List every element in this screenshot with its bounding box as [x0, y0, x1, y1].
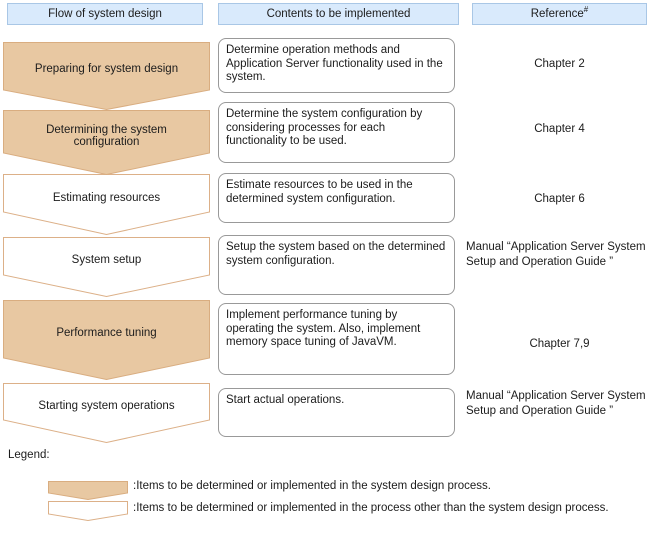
flow-step-label: Starting system operations	[38, 400, 175, 412]
reference-text: Chapter 4	[534, 123, 585, 135]
legend-title: Legend:	[8, 449, 50, 461]
flow-step-shape-system-setup	[3, 237, 210, 297]
column-header-flow: Flow of system design	[7, 3, 203, 25]
column-header-contents: Contents to be implemented	[218, 3, 459, 25]
content-box: Estimate resources to be used in the det…	[218, 173, 455, 223]
column-header-flow-label: Flow of system design	[48, 8, 162, 20]
reference-text: Manual “Application Server System Setup …	[466, 241, 646, 268]
content-box: Determine operation methods and Applicat…	[218, 38, 455, 93]
flow-step-shape-determining-configuration	[3, 110, 210, 175]
flow-step-shape-performance-tuning	[3, 300, 210, 380]
legend-outline-chevron-icon	[48, 501, 128, 521]
content-box: Implement performance tuning by operatin…	[218, 303, 455, 375]
column-header-reference-label: Reference#	[530, 5, 589, 20]
flow-step-shape-preparing	[3, 42, 210, 110]
legend-item-filled-description: :Items to be determined or implemented i…	[133, 480, 491, 492]
column-header-contents-label: Contents to be implemented	[266, 8, 411, 20]
reference-text: Chapter 7,9	[529, 338, 590, 350]
flow-step-label: Determining the system configuration	[46, 123, 167, 148]
flow-step-label: System setup	[71, 254, 142, 266]
legend-filled-chevron-icon	[48, 481, 128, 500]
footnote-marker: #	[583, 5, 589, 15]
reference-text: Chapter 6	[534, 193, 585, 205]
content-box: Start actual operations.	[218, 388, 455, 437]
legend-item-outline-description: :Items to be determined or implemented i…	[133, 502, 609, 514]
flow-step-shape-starting-operations	[3, 383, 210, 443]
flow-step-label: Estimating resources	[52, 191, 161, 204]
flow-step-label: Performance tuning	[56, 327, 157, 339]
reference-text: Chapter 2	[534, 58, 585, 70]
content-box: Determine the system configuration by co…	[218, 102, 455, 163]
flow-step-label: Preparing for system design	[34, 63, 179, 75]
content-box: Setup the system based on the determined…	[218, 235, 455, 295]
column-header-reference: Reference#	[472, 3, 647, 25]
flow-step-shape-estimating-resources	[3, 174, 210, 235]
reference-text: Manual “Application Server System Setup …	[466, 390, 646, 417]
